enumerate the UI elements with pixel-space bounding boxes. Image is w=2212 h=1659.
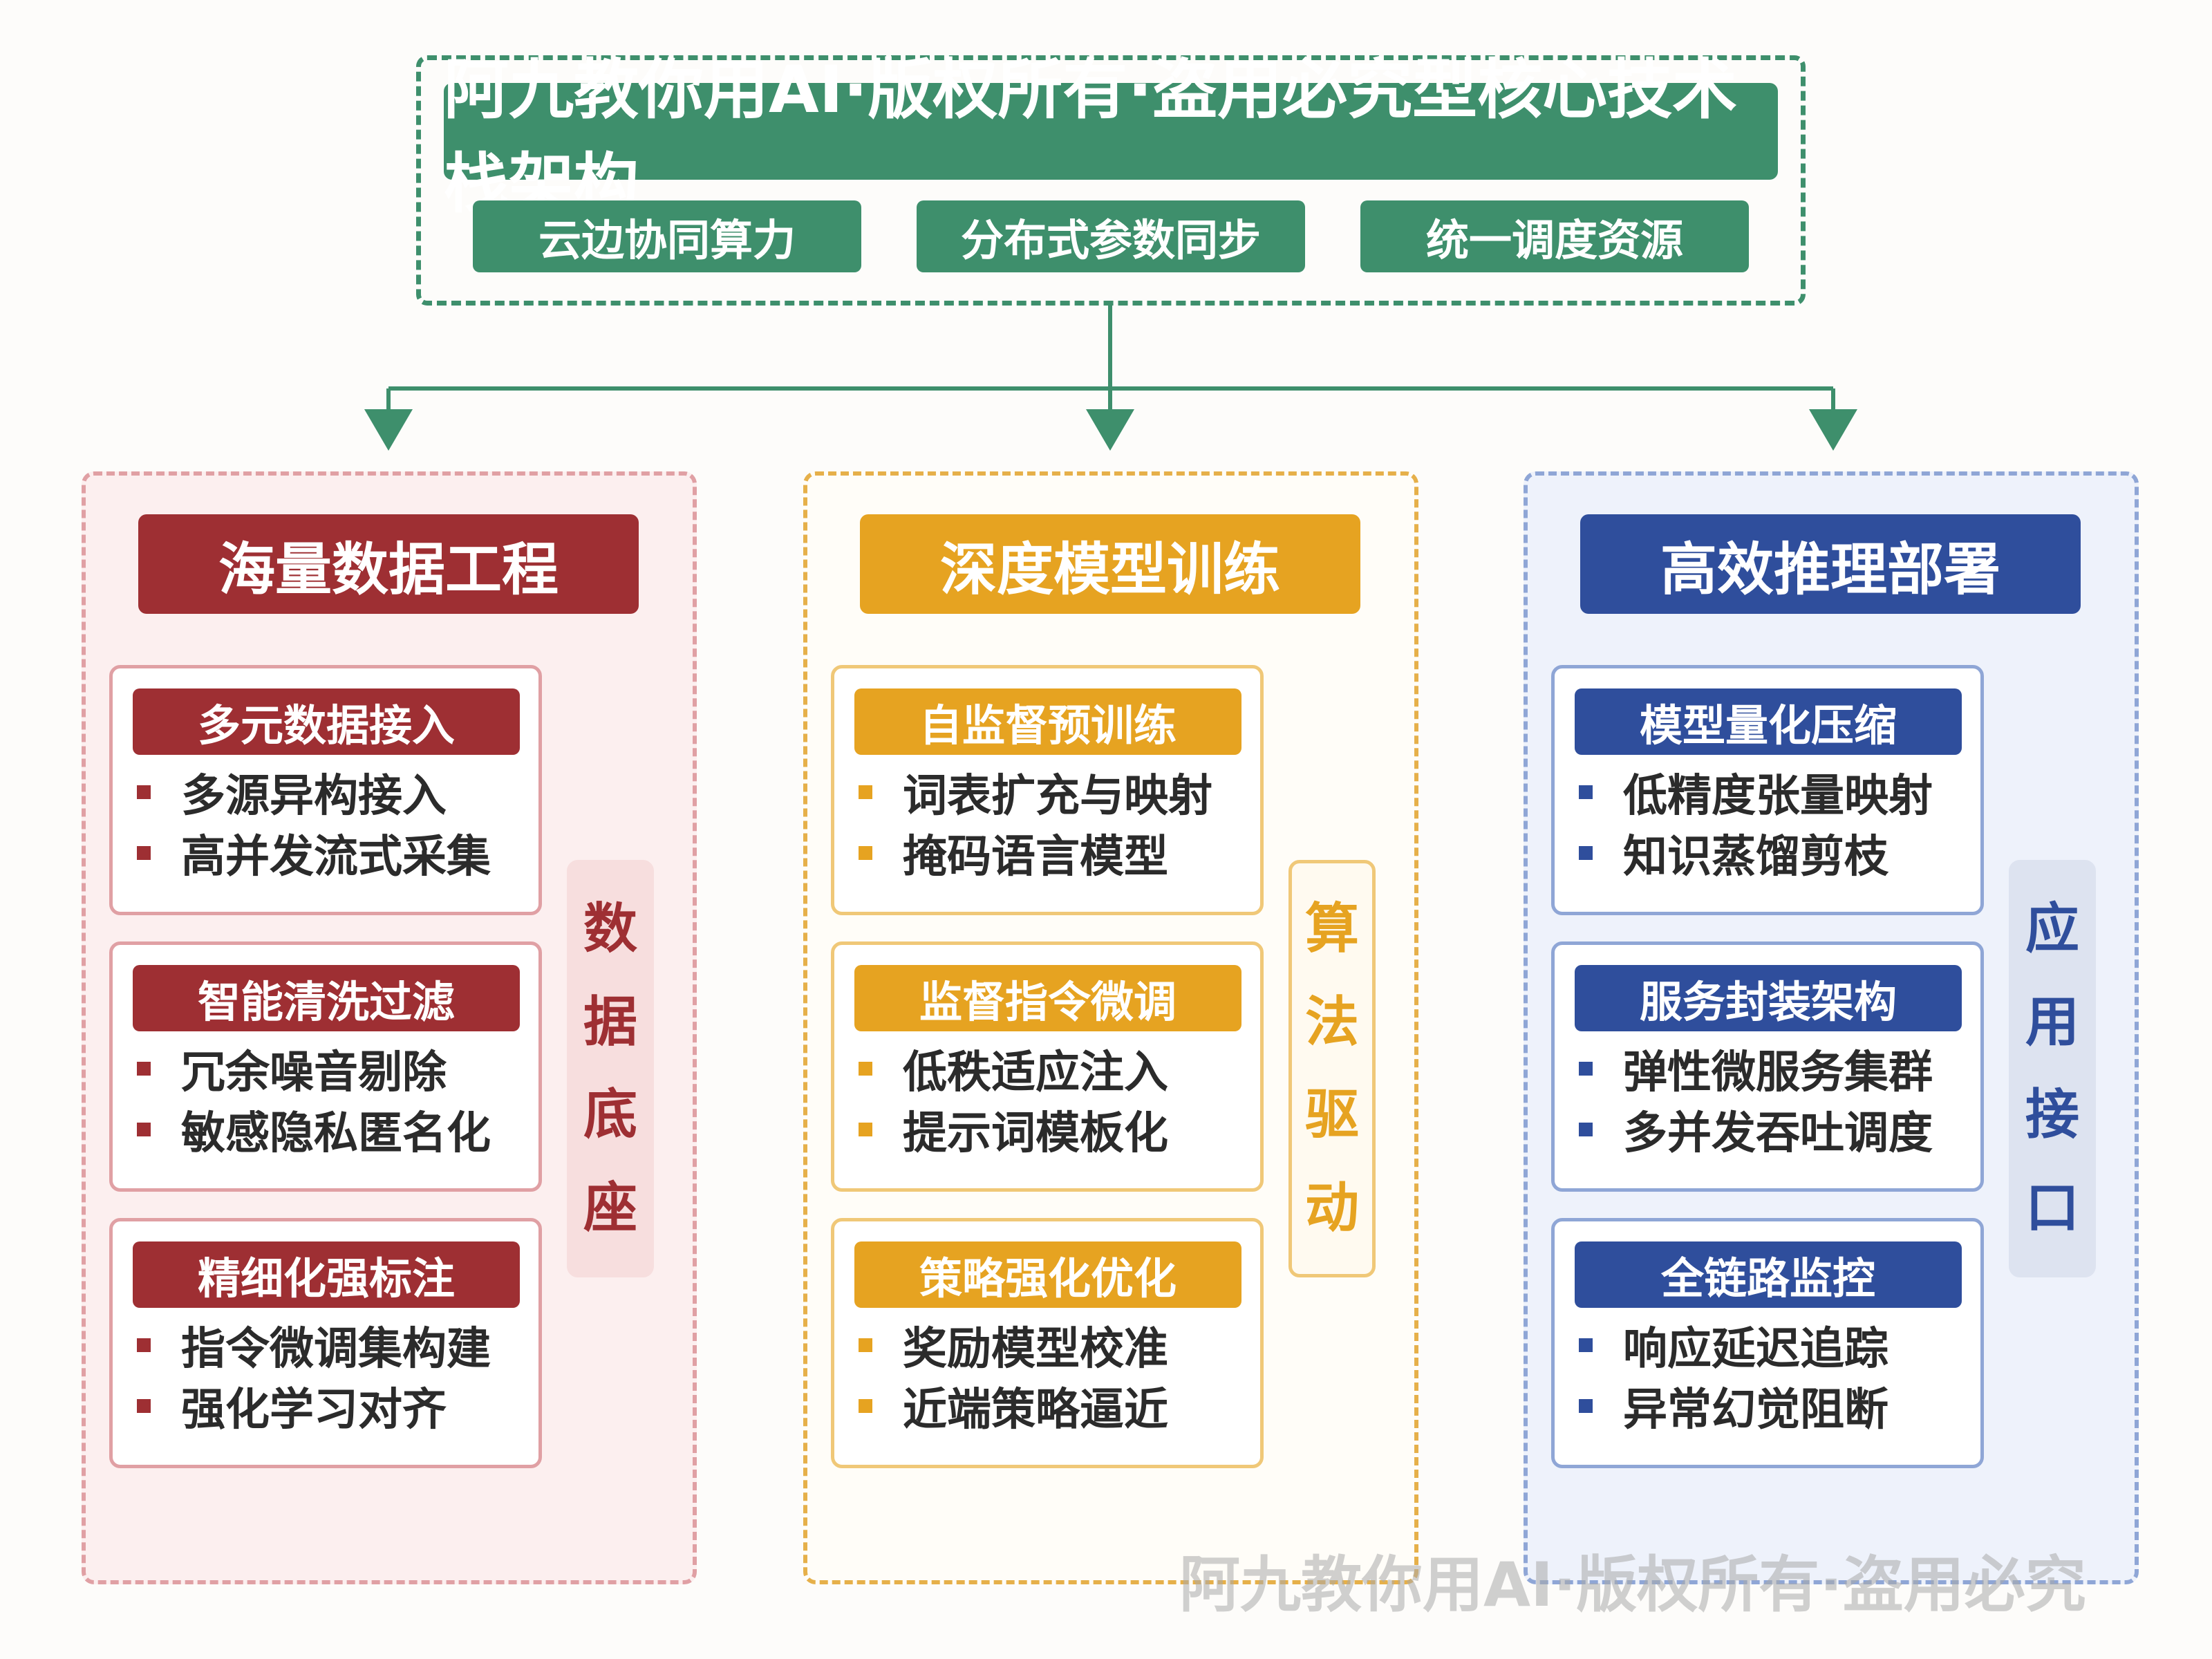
side-label-algorithm-driven: 算法驱动: [1288, 860, 1376, 1277]
list-item: 冗余噪音剔除: [133, 1041, 520, 1098]
arrow-left: [364, 409, 413, 451]
list-item: 奖励模型校准: [854, 1318, 1241, 1375]
bullet-square-icon: [137, 1399, 151, 1413]
list-item: 多源异构接入: [133, 765, 520, 822]
bullet-square-icon: [137, 1123, 151, 1136]
bullet-square-icon: [137, 1338, 151, 1352]
card-title: 精细化强标注: [133, 1241, 520, 1308]
pill-cloud-edge: 云边协同算力: [473, 200, 861, 272]
column-header-data: 海量数据工程: [138, 514, 639, 614]
pill-distributed-sync: 分布式参数同步: [917, 200, 1305, 272]
card-title: 服务封装架构: [1575, 965, 1962, 1031]
bullet-square-icon: [859, 1062, 872, 1076]
list-item: 近端策略逼近: [854, 1378, 1241, 1436]
connector-arrows: [364, 306, 1857, 451]
bullet-square-icon: [859, 1399, 872, 1413]
card-title: 模型量化压缩: [1575, 688, 1962, 755]
side-label-application-interface: 应用接口: [2009, 860, 2096, 1277]
watermark-text: 阿九教你用AI·版权所有·盗用必究: [1179, 1549, 2086, 1620]
arrow-right: [1809, 409, 1857, 451]
list-item: 响应延迟追踪: [1575, 1318, 1962, 1375]
card-title: 监督指令微调: [854, 965, 1241, 1031]
side-label-data-foundation: 数据底座: [567, 860, 654, 1277]
list-item: 敏感隐私匿名化: [133, 1102, 520, 1159]
list-item: 提示词模板化: [854, 1102, 1241, 1159]
bullet-square-icon: [859, 846, 872, 860]
architecture-top-frame: [416, 55, 1806, 306]
card-title: 策略强化优化: [854, 1241, 1241, 1308]
column-header-training: 深度模型训练: [860, 514, 1360, 614]
bullet-square-icon: [137, 846, 151, 860]
list-item: 指令微调集构建: [133, 1318, 520, 1375]
list-item: 多并发吞吐调度: [1575, 1102, 1962, 1159]
bullet-square-icon: [1579, 785, 1593, 799]
list-item: 低秩适应注入: [854, 1041, 1241, 1098]
list-item: 词表扩充与映射: [854, 765, 1241, 822]
bullet-square-icon: [1579, 846, 1593, 860]
bullet-square-icon: [1579, 1062, 1593, 1076]
card-title: 多元数据接入: [133, 688, 520, 755]
list-item: 弹性微服务集群: [1575, 1041, 1962, 1098]
card-title: 自监督预训练: [854, 688, 1241, 755]
bullet-square-icon: [137, 785, 151, 799]
list-item: 低精度张量映射: [1575, 765, 1962, 822]
column-header-inference: 高效推理部署: [1580, 514, 2081, 614]
list-item: 强化学习对齐: [133, 1378, 520, 1436]
bullet-square-icon: [137, 1062, 151, 1076]
list-item: 掩码语言模型: [854, 825, 1241, 883]
list-item: 异常幻觉阻断: [1575, 1378, 1962, 1436]
arrow-center: [1086, 409, 1134, 451]
card-title: 智能清洗过滤: [133, 965, 520, 1031]
bullet-square-icon: [859, 1338, 872, 1352]
card-title: 全链路监控: [1575, 1241, 1962, 1308]
pill-unified-schedule: 统一调度资源: [1360, 200, 1749, 272]
bullet-square-icon: [1579, 1399, 1593, 1413]
bullet-square-icon: [1579, 1338, 1593, 1352]
bullet-square-icon: [859, 1123, 872, 1136]
list-item: 知识蒸馏剪枝: [1575, 825, 1962, 883]
bullet-square-icon: [859, 785, 872, 799]
bullet-square-icon: [1579, 1123, 1593, 1136]
list-item: 高并发流式采集: [133, 825, 520, 883]
